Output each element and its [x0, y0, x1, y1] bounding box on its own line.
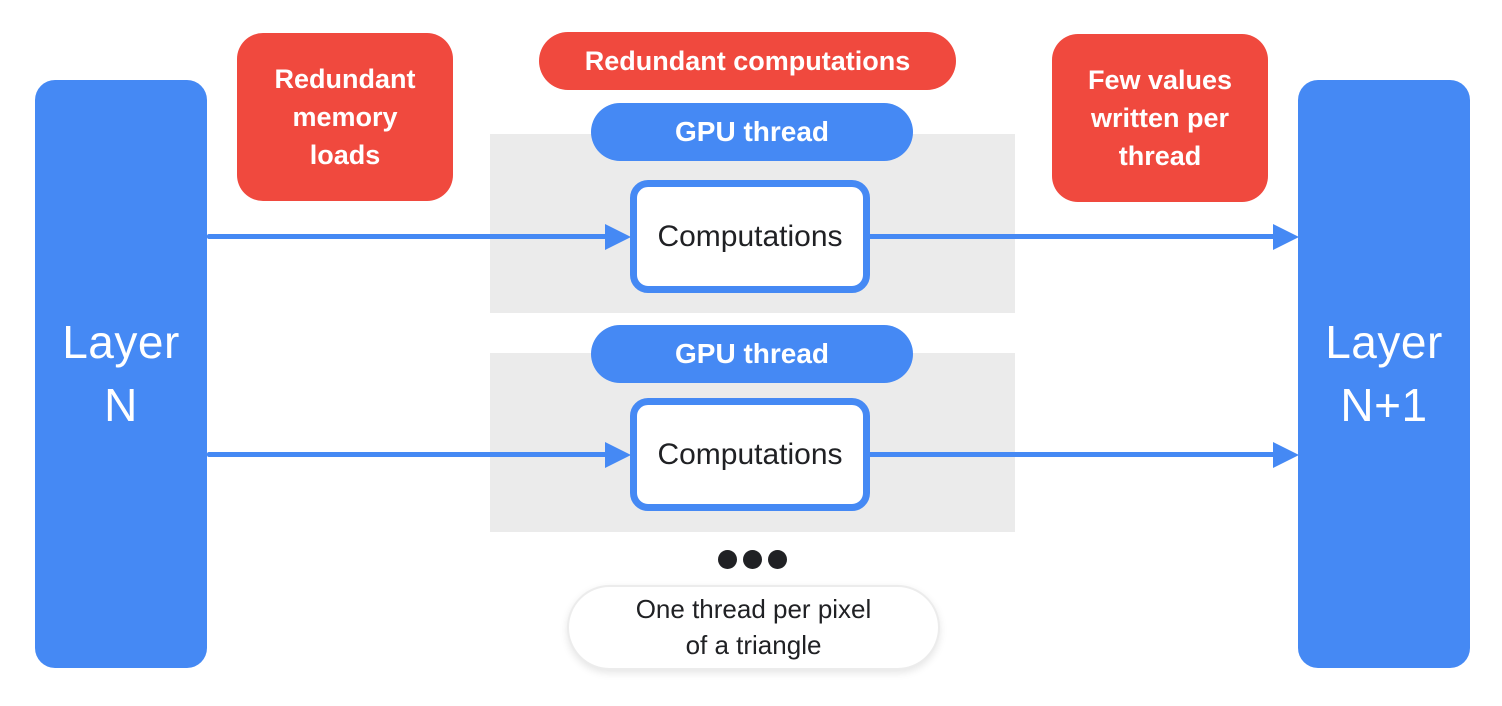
computations-box-1: Computations [630, 180, 870, 293]
redundant-computations-callout: Redundant computations [539, 32, 956, 90]
few-values-callout: Few values written per thread [1052, 34, 1268, 202]
arrow-line [868, 452, 1275, 457]
gpu-thread-label-1: GPU thread [674, 116, 830, 147]
layer-n-plus-1-box: Layer N+1 [1298, 80, 1470, 668]
gpu-thread-pill-2: GPU thread [591, 325, 913, 383]
layer-n-label: Layer N [62, 315, 180, 431]
computations-label-2: Computations [657, 437, 843, 471]
footnote-pill: One thread per pixel of a triangle [567, 585, 940, 670]
footnote-label: One thread per pixel of a triangle [635, 594, 872, 660]
arrow-line [868, 234, 1275, 239]
gpu-thread-pill-1: GPU thread [591, 103, 913, 161]
arrowhead-icon [1273, 442, 1299, 468]
arrow-line [207, 234, 607, 239]
arrowhead-icon [1273, 224, 1299, 250]
arrow-line [207, 452, 607, 457]
computations-label-1: Computations [657, 219, 843, 253]
redundant-computations-label: Redundant computations [584, 45, 911, 76]
layer-n-plus-1-label: Layer N+1 [1325, 315, 1443, 431]
gpu-thread-label-2: GPU thread [674, 338, 830, 369]
arrowhead-icon [605, 442, 631, 468]
redundant-memory-loads-callout: Redundant memory loads [237, 33, 453, 201]
redundant-memory-loads-label: Redundant memory loads [274, 63, 416, 171]
few-values-label: Few values written per thread [1087, 64, 1233, 172]
computations-box-2: Computations [630, 398, 870, 511]
layer-n-box: Layer N [35, 80, 207, 668]
arrowhead-icon [605, 224, 631, 250]
ellipsis-dots-icon [718, 550, 787, 569]
